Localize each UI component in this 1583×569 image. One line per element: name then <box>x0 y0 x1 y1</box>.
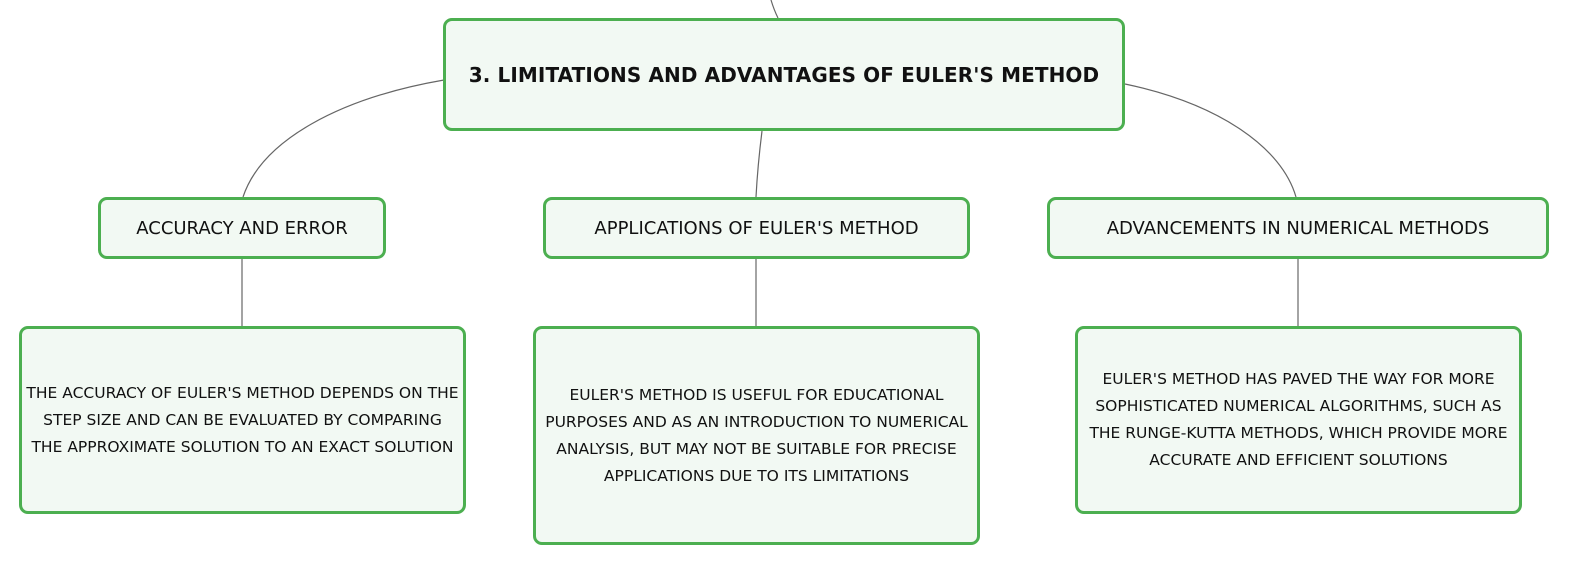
detail-advancements-in-numerical-methods[interactable]: EULER'S METHOD HAS PAVED THE WAY FOR MOR… <box>1075 326 1522 514</box>
branch-label: ADVANCEMENTS IN NUMERICAL METHODS <box>1106 217 1490 239</box>
detail-applications-of-eulers-method[interactable]: EULER'S METHOD IS USEFUL FOR EDUCATIONAL… <box>533 326 980 545</box>
connector-root-to-applications <box>755 130 763 198</box>
root-topic-node[interactable]: 3. LIMITATIONS AND ADVANTAGES OF EULER'S… <box>443 18 1125 131</box>
root-topic-title: 3. LIMITATIONS AND ADVANTAGES OF EULER'S… <box>468 62 1100 87</box>
detail-text: THE ACCURACY OF EULER'S METHOD DEPENDS O… <box>26 383 459 456</box>
connector-root-to-advancements <box>1124 83 1297 198</box>
branch-label: APPLICATIONS OF EULER'S METHOD <box>594 217 919 239</box>
connector-root-to-accuracy <box>242 79 445 198</box>
detail-text: EULER'S METHOD IS USEFUL FOR EDUCATIONAL… <box>545 385 968 485</box>
branch-applications-of-eulers-method[interactable]: APPLICATIONS OF EULER'S METHOD <box>543 197 970 259</box>
detail-accuracy-and-error[interactable]: THE ACCURACY OF EULER'S METHOD DEPENDS O… <box>19 326 466 514</box>
branch-accuracy-and-error[interactable]: ACCURACY AND ERROR <box>98 197 386 259</box>
connector-parent-to-root <box>770 0 779 19</box>
branch-label: ACCURACY AND ERROR <box>136 217 348 239</box>
detail-text: EULER'S METHOD HAS PAVED THE WAY FOR MOR… <box>1089 370 1508 469</box>
branch-advancements-in-numerical-methods[interactable]: ADVANCEMENTS IN NUMERICAL METHODS <box>1047 197 1549 259</box>
